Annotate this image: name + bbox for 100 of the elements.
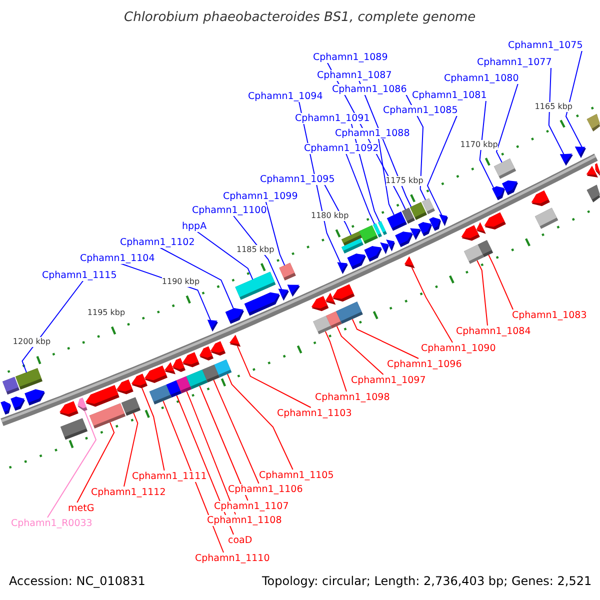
leader-line [227,374,294,470]
gene-label: Cphamn1_1095 [260,174,335,184]
map-title: Chlorobium phaeobacteroides BS1, complete genome [124,10,476,26]
leader-line [479,100,494,188]
gene-label: Cphamn1_1110 [195,552,270,564]
gene-block [560,154,573,166]
leader-line [142,388,165,471]
leader-line [352,318,419,359]
leader-line [476,260,488,326]
gene-block [244,292,280,316]
gene-block [214,360,232,378]
gene-block [422,198,435,214]
leader-line [346,153,375,225]
tick-label: 1200 kbp [12,337,51,348]
gene-label: Cphamn1_1103 [277,408,352,418]
gene-label: Cphamn1_1115 [42,270,117,280]
gene-label: Cphamn1_1086 [332,84,407,94]
gene-block [199,346,214,360]
leader-line [411,266,453,343]
gene-label: Cphamn1_1085 [383,104,458,116]
gene-block [208,320,218,332]
gene-block [502,180,518,196]
gene-block [342,238,364,254]
gene-block [387,212,407,231]
gene-label: Cphamn1_1083 [512,310,587,320]
leader-line [186,390,236,515]
gene-block [16,368,42,390]
tick-label: 1175 kbp [386,176,424,186]
gene-block [121,397,141,416]
gene-block [210,341,226,356]
gene-label: Cphamn1_1107 [214,500,289,512]
tick-label: 1195 kbp [87,308,126,318]
gene-label: Cphamn1_1105 [259,470,334,480]
gene-label: hppA [182,220,207,232]
gene-block [378,221,387,236]
gene-block [336,302,363,324]
gene-block [278,288,289,301]
leader-line [324,330,347,392]
gene-block [78,398,88,412]
gene-label: Cphamn1_1091 [295,112,370,124]
gene-block [380,242,389,254]
gene-label: Cphamn1_1098 [315,392,390,402]
gene-block [494,158,516,179]
gene-label: Cphamn1_1081 [412,90,487,100]
leader-line [22,280,84,373]
gene-block [595,163,600,176]
gene-block [410,228,421,240]
leader-line [199,385,248,501]
gene-block [172,358,186,372]
leader-line [426,115,458,216]
leader-line [124,412,138,487]
gene-block [586,114,600,132]
gene-block [586,184,600,202]
gene-label: Cphamn1_1087 [317,70,392,80]
gene-block [60,418,88,440]
tick-label: 1165 kbp [534,102,572,112]
gene-block [476,222,486,234]
gene-block [89,403,126,428]
gene-block [10,396,25,411]
gene-block [182,352,200,368]
gene-block [492,186,505,200]
leader-line [232,215,282,290]
gene-block [60,401,78,417]
gene-block [478,240,494,258]
gene-block [534,208,558,229]
gene-block [131,374,148,388]
gene-label: metG [68,502,94,514]
leader-line [548,67,564,155]
gene-label: Cphamn1_1102 [120,236,195,248]
gene-label: Cphamn1_1108 [207,514,282,526]
gene-label: Cphamn1_1075 [508,40,583,50]
gene-label: Cphamn1_1092 [304,142,379,154]
gene-label: Cphamn1_1088 [335,128,410,138]
tick-label: 1180 kbp [311,211,349,222]
gene-block [86,385,120,407]
footer-note: Accession: NC_010831 [9,574,146,588]
leader-line [76,422,115,503]
gene-label: Cphamn1_1100 [192,204,267,216]
gene-label: Cphamn1_1099 [223,190,298,202]
gene-block [0,401,11,415]
leader-line [196,231,254,280]
footer-note: Topology: circular; Length: 2,736,403 bp; Genes: 2,521 [262,574,592,588]
gene-block [531,190,550,206]
gene-label: Cphamn1_1104 [80,252,155,264]
leader-line [213,380,260,484]
gene-block [225,308,244,324]
leader-line [47,410,97,518]
gene-block [337,262,348,274]
gene-label: Cphamn1_1077 [477,56,552,68]
gene-block [279,262,296,280]
leader-line [162,400,224,553]
tick-label: 1185 kbp [236,244,274,255]
gene-label: Cphamn1_1096 [387,358,462,370]
tick-label: 1170 kbp [460,140,498,150]
gene-label: Cphamn1_1112 [91,486,166,498]
tick-label: 1190 kbp [162,277,200,287]
leader-line [488,254,514,310]
leader-line [336,326,384,375]
gene-label: Cphamn1_R0033 [11,518,92,528]
gene-block [575,146,586,158]
